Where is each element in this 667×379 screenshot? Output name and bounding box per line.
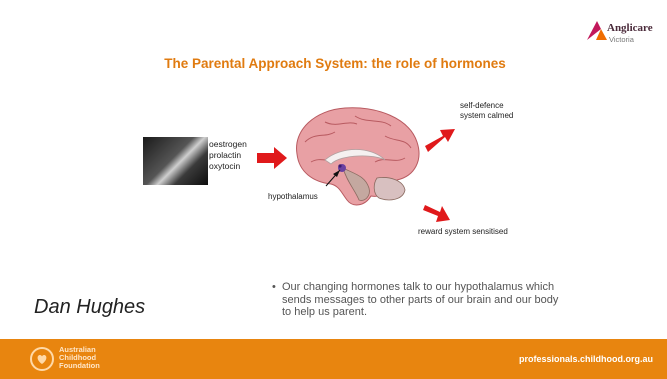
- author-name: Dan Hughes: [34, 296, 145, 319]
- bullet-text: Our changing hormones talk to our hypoth…: [282, 281, 558, 318]
- heart-logo-icon: [30, 347, 54, 371]
- label-self-defence: self-defence: [460, 101, 504, 110]
- bullet-dot: •: [272, 281, 276, 294]
- label-hypothalamus: hypothalamus: [268, 192, 318, 201]
- label-reward-system: reward system sensitised: [418, 227, 508, 236]
- bullet-point: • Our changing hormones talk to our hypo…: [282, 281, 562, 319]
- heart-icon: [32, 349, 52, 369]
- footer-url: professionals.childhood.org.au: [519, 354, 653, 364]
- footer-org-name: Australian Childhood Foundation: [59, 346, 100, 370]
- label-system-calmed: system calmed: [460, 111, 513, 120]
